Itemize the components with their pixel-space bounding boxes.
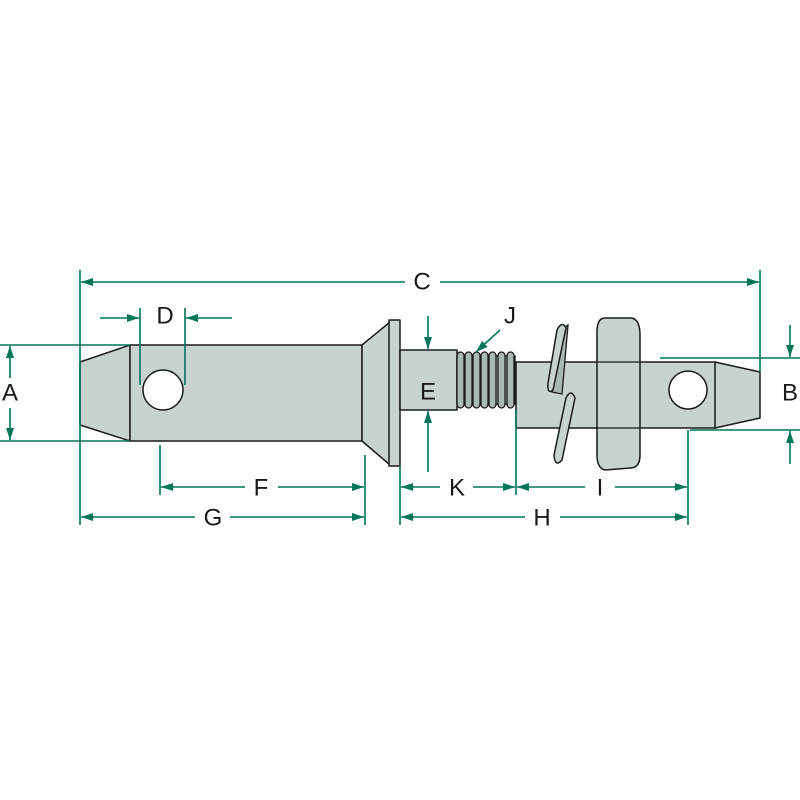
collar-cone — [361, 321, 391, 466]
label-j: J — [504, 303, 516, 330]
spring-washer — [547, 323, 576, 464]
section-e — [399, 349, 458, 411]
pin-tip-right — [714, 361, 761, 429]
label-f: F — [254, 475, 269, 502]
label-d: D — [156, 303, 173, 330]
label-h: H — [533, 505, 550, 532]
pin-hole-left — [142, 369, 184, 411]
label-b: B — [782, 380, 798, 407]
thread — [456, 351, 516, 409]
label-e: E — [420, 379, 436, 406]
dimension-lines — [0, 270, 800, 525]
dimension-labels: A B C D E F G H I J K — [2, 269, 798, 532]
label-a: A — [2, 380, 18, 407]
label-k: K — [449, 475, 465, 502]
label-c: C — [413, 269, 430, 296]
pin-hole-right — [668, 370, 708, 410]
pin-tip-left — [79, 344, 131, 442]
collar-flange — [388, 319, 401, 467]
nut — [596, 317, 641, 471]
label-i: I — [597, 475, 604, 502]
label-g: G — [204, 505, 223, 532]
pin-part — [79, 317, 761, 471]
